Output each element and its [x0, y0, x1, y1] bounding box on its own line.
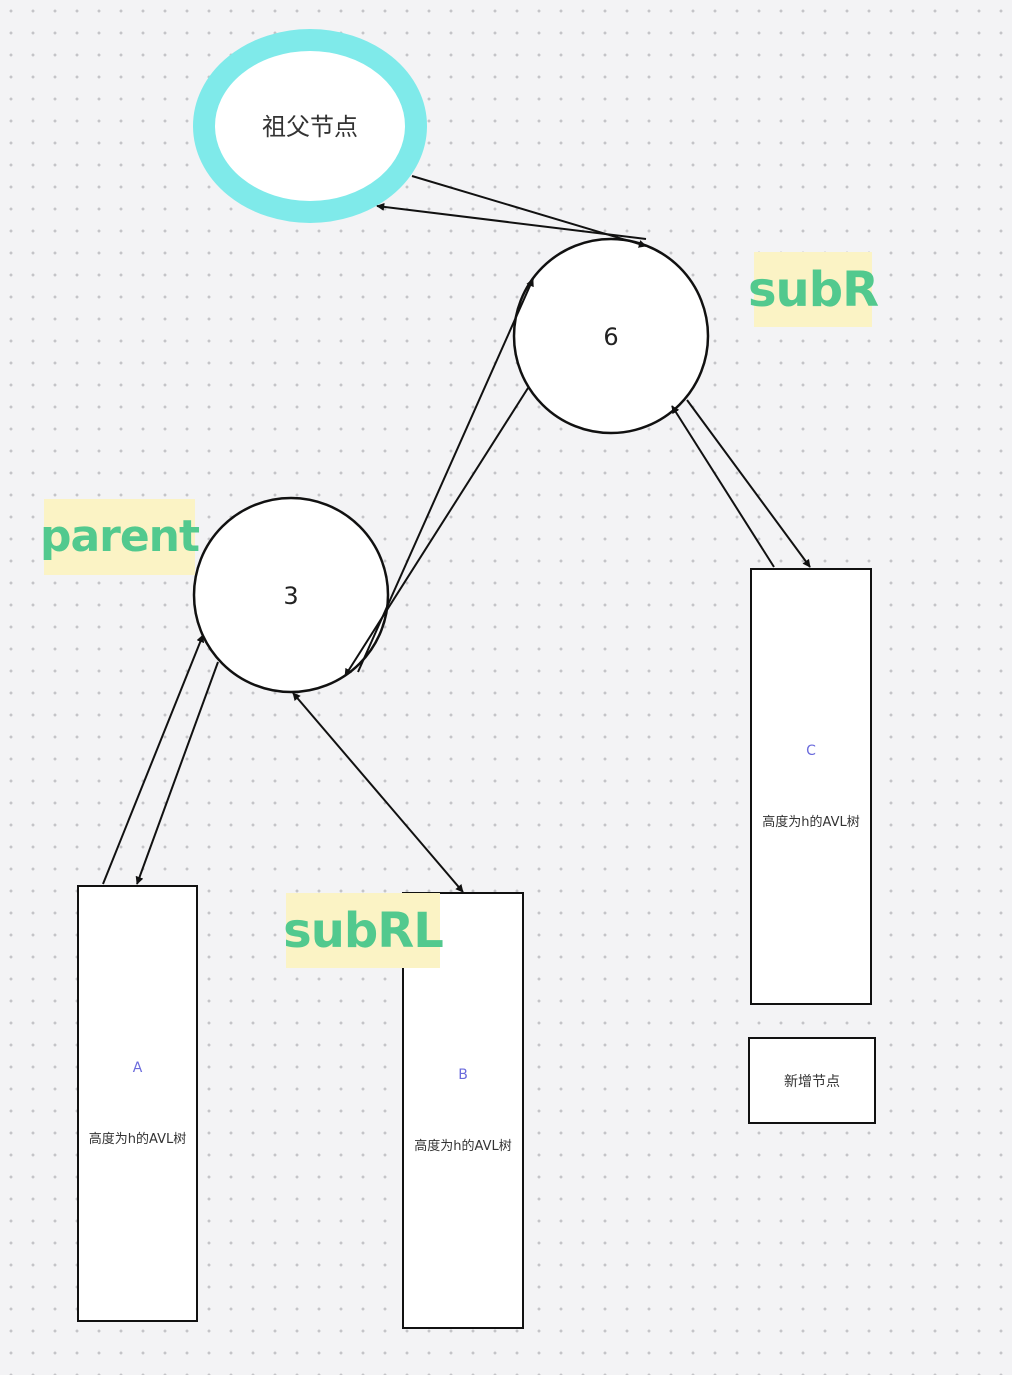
subtree-c[interactable]: C 高度为h的AVL树 [750, 568, 872, 1005]
tag-subrl: subRL [283, 893, 444, 968]
subtree-c-desc: 高度为h的AVL树 [762, 815, 860, 830]
subtree-a[interactable]: A 高度为h的AVL树 [77, 885, 198, 1322]
edge-a-to-3[interactable] [102, 634, 205, 885]
node-3[interactable]: 3 [192, 496, 390, 694]
node-3-circle [192, 496, 390, 694]
subtree-a-letter: A [132, 1060, 143, 1076]
node-6-label: 6 [603, 323, 618, 351]
node-6-circle [512, 237, 710, 435]
node-6[interactable]: 6 [512, 237, 710, 435]
grandparent-node[interactable]: 祖父节点 [193, 29, 427, 223]
grandparent-label: 祖父节点 [262, 113, 358, 141]
subtree-c-letter: C [806, 743, 816, 759]
subtree-b-letter: B [458, 1067, 468, 1083]
tag-subr: subR [748, 252, 879, 327]
subtree-a-desc: 高度为h的AVL树 [88, 1132, 187, 1147]
subtree-b-desc: 高度为h的AVL树 [414, 1139, 512, 1154]
edge-3-to-6[interactable] [357, 278, 534, 673]
tag-parent: parent [40, 499, 200, 575]
edge-6-to-3[interactable] [344, 387, 529, 677]
edge-6-to-c[interactable] [686, 399, 811, 568]
new-node-label: 新增节点 [784, 1073, 840, 1090]
edge-c-to-6[interactable] [671, 405, 775, 568]
edge-6-to-grandparent[interactable] [376, 202, 647, 240]
node-3-label: 3 [283, 582, 298, 610]
edges [102, 175, 811, 893]
edge-3-to-a[interactable] [135, 661, 219, 885]
new-node-box[interactable]: 新增节点 [748, 1037, 876, 1124]
grandparent-ring [193, 29, 427, 223]
edge-3-to-b[interactable] [292, 692, 464, 893]
